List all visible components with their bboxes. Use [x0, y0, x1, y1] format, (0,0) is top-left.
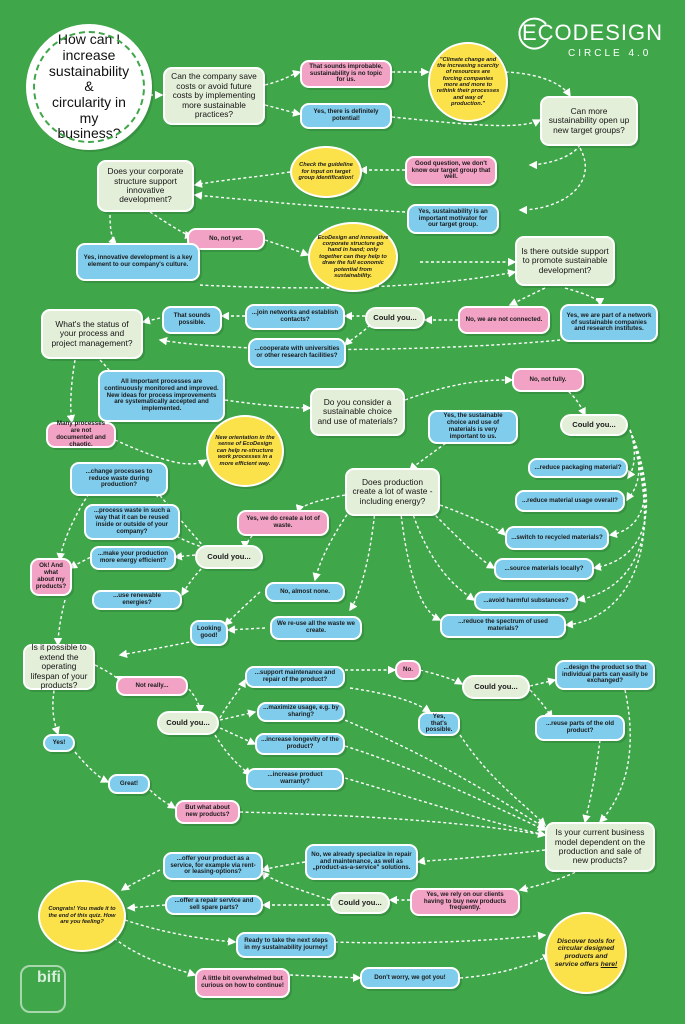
- answer-improbable[interactable]: That sounds improbable, sustainability i…: [300, 60, 392, 88]
- question-outside-support[interactable]: Is there outside support to promote sust…: [515, 236, 615, 286]
- question-corporate-structure[interactable]: Does your corporate structure support in…: [97, 160, 194, 212]
- answer-not-fully[interactable]: No, not fully.: [512, 368, 584, 392]
- question-target-groups[interactable]: Can more sustainability open up new targ…: [540, 96, 638, 146]
- question-process-status[interactable]: What's the status of your process and pr…: [41, 309, 143, 359]
- could-you-support[interactable]: Could you...: [365, 307, 425, 329]
- answer-renewable[interactable]: ...use renewable energies?: [92, 590, 182, 610]
- answer-sounds-possible[interactable]: That sounds possible.: [162, 306, 222, 334]
- answer-not-really[interactable]: Not really...: [116, 676, 188, 696]
- tip-discover[interactable]: Discover tools for circular designed pro…: [545, 912, 627, 994]
- ecodesign-logo: ECODESIGN CIRCLE 4.0: [516, 10, 676, 60]
- start-question: How can I increase sustainability & circ…: [26, 24, 152, 150]
- answer-yes-possible[interactable]: Yes, that's possible.: [418, 712, 460, 736]
- answer-not-connected[interactable]: No, we are not connected.: [458, 306, 550, 334]
- circle-logo-icon: [518, 17, 549, 50]
- answer-spectrum[interactable]: ...reduce the spectrum of used materials…: [440, 614, 566, 638]
- question-business-model[interactable]: Is your current business model dependent…: [545, 822, 655, 872]
- question-materials[interactable]: Do you consider a sustainable choice and…: [310, 388, 405, 436]
- tip-new-orientation: New orientation in the sense of EcoDesig…: [206, 415, 284, 487]
- question-save-costs[interactable]: Can the company save costs or avoid futu…: [163, 67, 265, 125]
- answer-maximize-usage[interactable]: ...maximize usage, e.g. by sharing?: [257, 702, 345, 722]
- answer-definitely[interactable]: Yes, there is definitely potential!: [300, 103, 392, 129]
- discover-text: Discover tools for circular designed pro…: [554, 937, 615, 968]
- answer-lot-waste[interactable]: Yes, we do create a lot of waste.: [237, 510, 329, 536]
- question-lifespan[interactable]: Is it possible to extend the operating l…: [23, 643, 95, 690]
- answer-part-network[interactable]: Yes, we are part of a network of sustain…: [560, 304, 658, 342]
- answer-harmful[interactable]: ...avoid harmful substances?: [474, 591, 578, 611]
- answer-great[interactable]: Great!: [108, 774, 150, 794]
- answer-motivator[interactable]: Yes, sustainability is an important moti…: [407, 204, 499, 234]
- discover-link[interactable]: here!: [600, 960, 618, 968]
- answer-sustainable-choice[interactable]: Yes, the sustainable choice and use of m…: [428, 410, 518, 444]
- answer-energy-efficient[interactable]: ...make your production more energy effi…: [90, 546, 176, 570]
- tip-check-guideline: Check the guideline for input on target …: [290, 146, 362, 198]
- answer-almost-none[interactable]: No, almost none.: [265, 582, 345, 602]
- answer-material-usage[interactable]: ...reduce material usage overall?: [515, 490, 625, 512]
- could-you-business[interactable]: Could you...: [330, 892, 390, 914]
- could-you-lifespan[interactable]: Could you...: [157, 711, 219, 735]
- could-you-waste[interactable]: Could you...: [195, 545, 263, 569]
- answer-new-products[interactable]: But what about new products?: [175, 800, 240, 824]
- answer-dont-worry[interactable]: Don't worry, we got you!: [360, 967, 460, 989]
- could-you-materials[interactable]: Could you...: [560, 414, 628, 436]
- answer-warranty[interactable]: ...increase product warranty?: [246, 768, 344, 790]
- tip-ecodesign-hand: EcoDesign and innovative corporate struc…: [308, 222, 398, 292]
- answer-reuse-parts[interactable]: ...reuse parts of the old product?: [535, 715, 625, 741]
- answer-no-short[interactable]: No.: [395, 660, 421, 680]
- answer-processes-monitored[interactable]: All important processes are continuously…: [98, 370, 225, 422]
- answer-design-parts[interactable]: ...design the product so that individual…: [555, 660, 655, 690]
- brand-subtitle: CIRCLE 4.0: [568, 48, 652, 59]
- answer-maintenance[interactable]: ...support maintenance and repair of the…: [245, 666, 345, 688]
- answer-locally[interactable]: ...source materials locally?: [494, 558, 594, 580]
- answer-good-question[interactable]: Good question, we don't know our target …: [405, 156, 497, 186]
- answer-rely-clients[interactable]: Yes, we rely on our clients having to bu…: [410, 888, 520, 916]
- could-you-repair[interactable]: Could you...: [462, 675, 530, 699]
- answer-longevity[interactable]: ...increase longevity of the product?: [255, 733, 345, 755]
- answer-not-yet[interactable]: No, not yet.: [187, 228, 265, 250]
- answer-cooperate[interactable]: ...cooperate with universities or other …: [248, 338, 346, 368]
- answer-overwhelmed[interactable]: A little bit overwhelmed but curious on …: [195, 968, 290, 998]
- answer-reuse-waste[interactable]: We re-use all the waste we create.: [270, 616, 362, 640]
- brand-title: ECODESIGN: [522, 20, 664, 45]
- answer-innovative-yes[interactable]: Yes, innovative development is a key ele…: [76, 243, 200, 281]
- answer-ready[interactable]: Ready to take the next steps in my susta…: [236, 932, 336, 958]
- answer-specialize[interactable]: No, we already specialize in repair and …: [305, 844, 418, 880]
- answer-not-documented[interactable]: Many processes are not documented and ch…: [46, 420, 116, 448]
- answer-recycled[interactable]: ...switch to recycled materials?: [505, 526, 609, 550]
- answer-join-networks[interactable]: ...join networks and establish contacts?: [245, 304, 345, 330]
- answer-looking-good[interactable]: Looking good!: [190, 620, 228, 646]
- answer-process-waste[interactable]: ...process waste in such a way that it c…: [84, 504, 180, 540]
- answer-offer-service[interactable]: ...offer your product as a service, for …: [163, 852, 263, 880]
- question-waste[interactable]: Does production create a lot of waste - …: [345, 468, 440, 516]
- answer-yes-lifespan[interactable]: Yes!: [43, 734, 75, 752]
- answer-repair-service[interactable]: ...offer a repair service and sell spare…: [165, 895, 263, 915]
- answer-change-processes[interactable]: ...change processes to reduce waste duri…: [70, 462, 168, 496]
- answer-packaging[interactable]: ...reduce packaging material?: [528, 458, 628, 478]
- bifi-logo: bifi: [20, 965, 66, 1013]
- tip-congrats: Congrats! You made it to the end of this…: [38, 880, 126, 952]
- tip-climate: "Climate change and the increasing scarc…: [428, 42, 508, 122]
- answer-ok-and[interactable]: Ok! And what about my products?: [30, 558, 72, 596]
